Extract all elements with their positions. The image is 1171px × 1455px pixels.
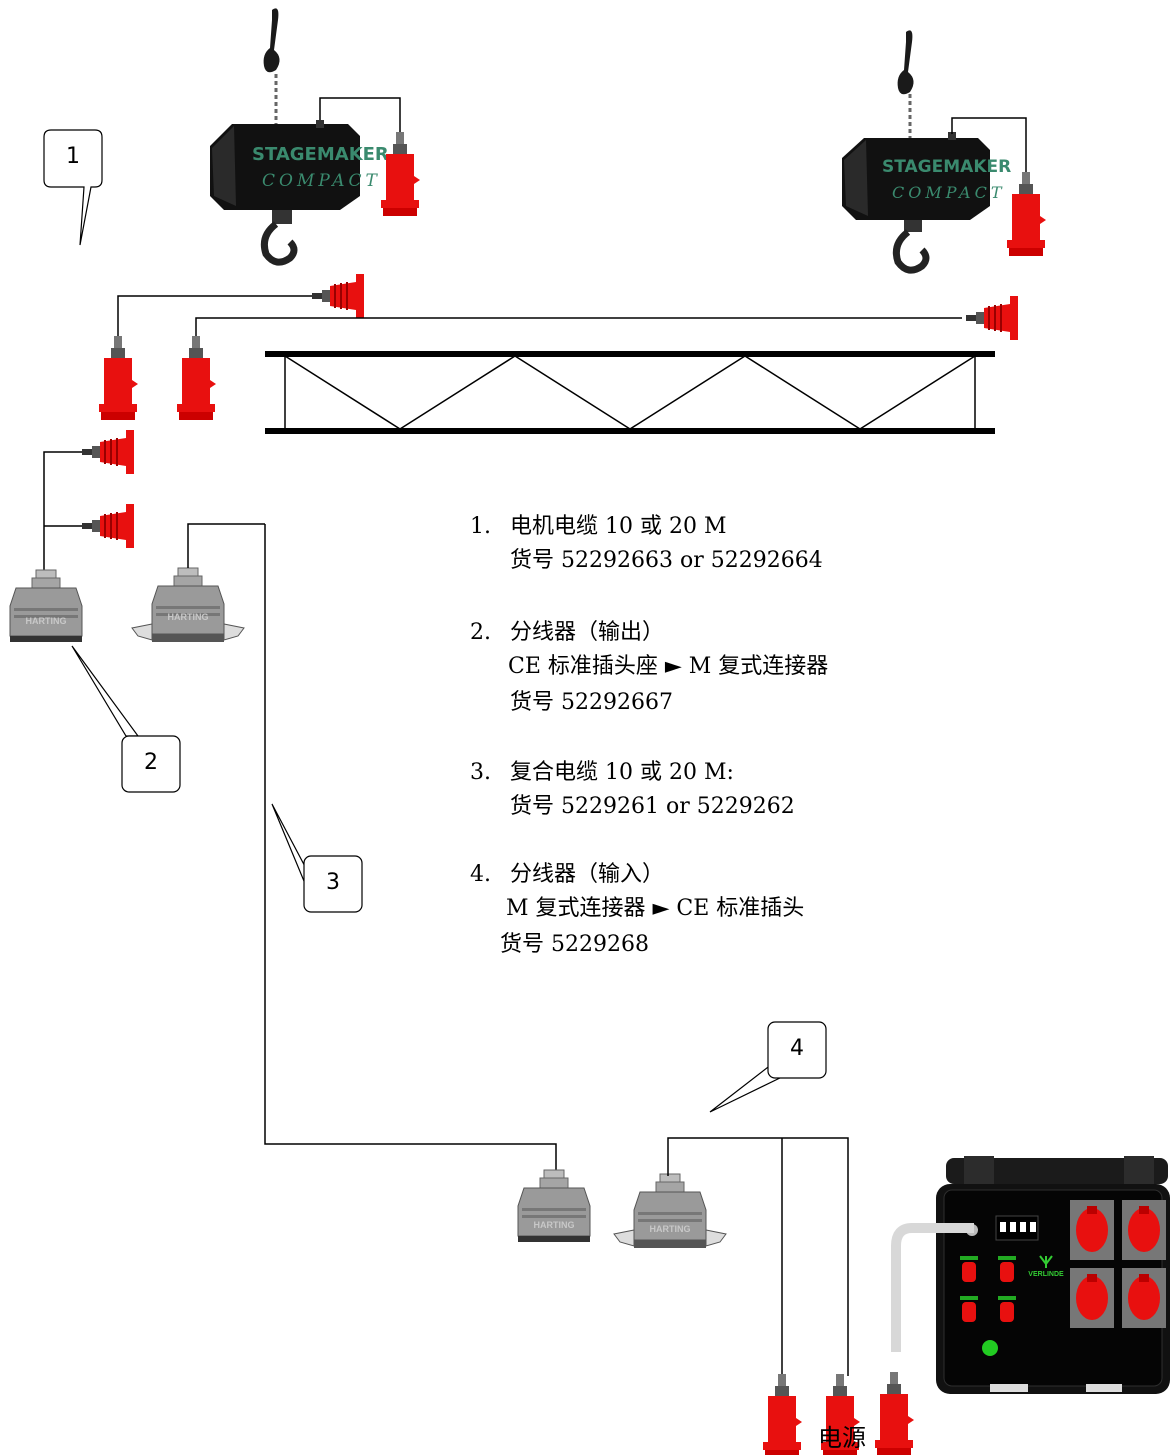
harting-label-2: HARTING (168, 612, 209, 622)
harting-label-4: HARTING (650, 1224, 691, 1234)
hoist-model-label-2: COMPACT (892, 183, 1006, 202)
hoist-left: STAGEMAKER COMPACT (210, 8, 420, 266)
panel-sockets (1070, 1200, 1166, 1328)
hoist-brand-label: STAGEMAKER (252, 144, 389, 165)
hoist-right: STAGEMAKER COMPACT (842, 30, 1046, 274)
motor-cables (99, 274, 1018, 420)
legend-item-4-line-3: 货号 5229268 (500, 932, 649, 957)
breakout-input: HARTING HARTING (517, 1137, 860, 1455)
callout-1 (43, 129, 103, 246)
hoist-model-label: COMPACT (262, 171, 381, 191)
legend-item-2-line-2: CE 标准插头座 ► M 复式连接器 (508, 654, 829, 679)
composite-cable (264, 524, 557, 1178)
legend-item-1-line-1: 电机电缆 10 或 20 M (510, 514, 727, 539)
legend-item-1-number: 1. (470, 514, 491, 539)
harting-label-3: HARTING (534, 1220, 575, 1230)
callout-3-number: 3 (326, 870, 340, 895)
callout-2-number: 2 (144, 750, 158, 775)
truss (265, 351, 995, 434)
legend-item-2: 2. 分线器（输出） CE 标准插头座 ► M 复式连接器 货号 5229266… (470, 618, 828, 715)
legend-item-4-line-2: M 复式连接器 ► CE 标准插头 (506, 896, 805, 921)
callout-3 (271, 803, 363, 913)
legend-item-4: 4. 分线器（输入） M 复式连接器 ► CE 标准插头 货号 5229268 (470, 860, 804, 957)
legend-item-4-line-1: 分线器（输入） (510, 862, 665, 887)
legend-item-4-number: 4. (470, 862, 491, 887)
legend-item-1: 1. 电机电缆 10 或 20 M 货号 52292663 or 5229266… (470, 512, 823, 573)
legend-item-3-line-1: 复合电缆 10 或 20 M: (510, 760, 734, 785)
breakout-output: HARTING HARTING (9, 430, 265, 643)
legend-item-2-number: 2. (470, 620, 491, 645)
callout-4 (709, 1021, 827, 1113)
legend-item-2-line-3: 货号 52292667 (510, 690, 673, 715)
legend-item-3: 3. 复合电缆 10 或 20 M: 货号 5229261 or 5229262 (470, 758, 795, 819)
legend-item-1-line-2: 货号 52292663 or 52292664 (510, 548, 823, 573)
callout-2 (71, 645, 181, 793)
callout-4-number: 4 (790, 1036, 804, 1061)
legend-item-3-number: 3. (470, 760, 491, 785)
harting-label-1: HARTING (26, 616, 67, 626)
power-source-label: 电源 (818, 1424, 866, 1452)
hoist-brand-label-2: STAGEMAKER (882, 157, 1011, 177)
callout-1-number: 1 (66, 144, 80, 169)
legend-item-3-line-2: 货号 5229261 or 5229262 (510, 794, 795, 819)
legend-item-2-line-1: 分线器（输出） (510, 620, 665, 645)
panel-brand-label: VERLINDE (1028, 1271, 1064, 1278)
power-panel: VERLINDE (875, 1156, 1170, 1455)
